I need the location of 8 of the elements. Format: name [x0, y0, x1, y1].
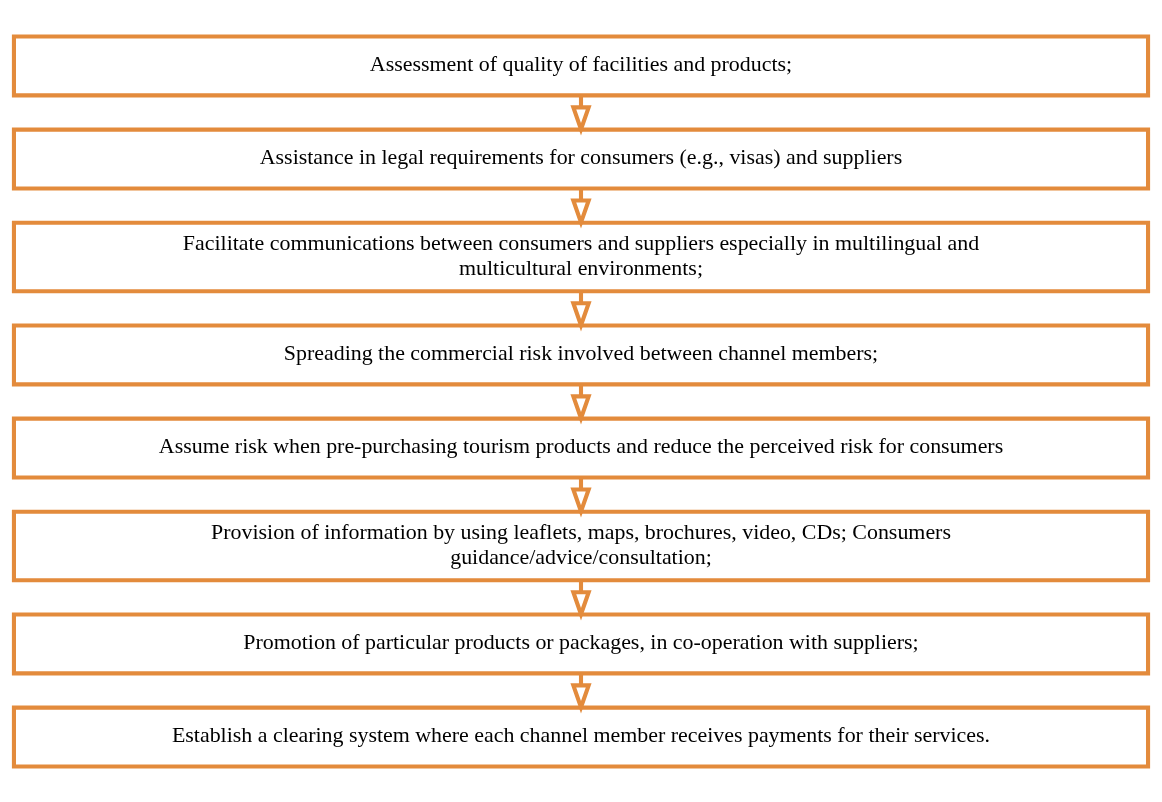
node-box: Assistance in legal requirements for consumers (e.g., visas) and suppliers [11, 127, 1151, 191]
node-box: Establish a clearing system where each channel member receives payments for their services. [11, 705, 1151, 769]
node-box: Assessment of quality of facilities and products; [11, 33, 1151, 97]
node-box: Provision of information by using leaflets, maps, brochures, video, CDs; Consumers guidance/advice/consultation; [11, 509, 1151, 582]
node-box: Facilitate communications between consumers and suppliers especially in multilingual and multicultural environments; [11, 220, 1151, 293]
node-box: Spreading the commercial risk involved between channel members; [11, 322, 1151, 386]
node-box: Promotion of particular products or packages, in co-operation with suppliers; [11, 611, 1151, 675]
node-box: Assume risk when pre-purchasing tourism products and reduce the perceived risk for consumers [11, 416, 1151, 480]
